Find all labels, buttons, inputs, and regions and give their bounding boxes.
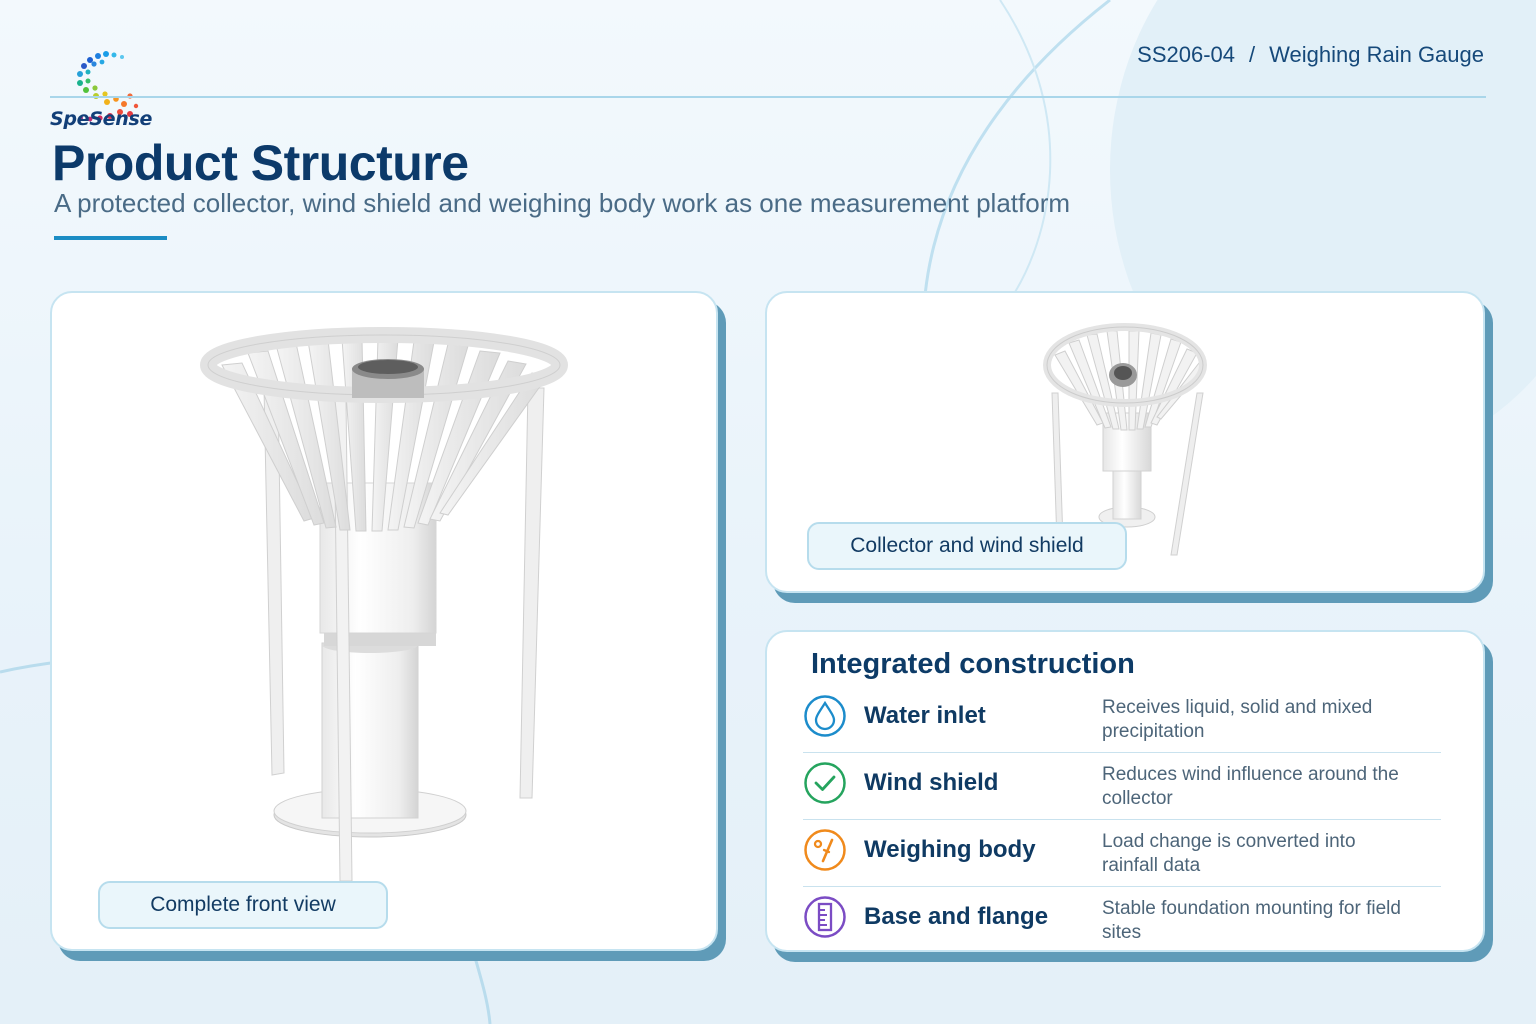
feature-name: Wind shield [864, 769, 999, 796]
feature-description: Stable foundation mounting for field sit… [1102, 898, 1401, 943]
front-view-caption: Complete front view [98, 881, 388, 929]
breadcrumb-separator: / [1249, 42, 1256, 67]
breadcrumb: SS206-04 / Weighing Rain Gauge [1137, 42, 1484, 68]
product-code: SS206-04 [1137, 42, 1236, 67]
feature-wind-shield: Wind shield Reduces wind influence aroun… [803, 753, 1441, 820]
ruler-icon [804, 896, 846, 938]
collector-view-card: Collector and wind shield [765, 291, 1485, 593]
features-list: Water inlet Receives liquid, solid and m… [803, 686, 1441, 950]
collector-wind-shield-image [1043, 323, 1207, 556]
feature-base-flange: Base and flange Stable foundation mounti… [803, 887, 1441, 950]
feature-description: Load change is converted into rainfall d… [1102, 831, 1356, 876]
feature-description: Receives liquid, solid and mixed precipi… [1102, 697, 1373, 742]
feature-name: Weighing body [864, 836, 1036, 863]
product-name: Weighing Rain Gauge [1269, 42, 1484, 67]
features-title: Integrated construction [811, 648, 1135, 680]
feature-water-inlet: Water inlet Receives liquid, solid and m… [803, 686, 1441, 753]
brand-name: SpeSense [50, 108, 153, 130]
gauge-icon [804, 829, 846, 871]
features-card: Integrated construction Water inlet Rece… [765, 630, 1485, 952]
page-title: Product Structure [52, 135, 469, 191]
feature-weighing-body: Weighing body Load change is converted i… [803, 820, 1441, 887]
check-circle-icon [804, 762, 846, 804]
water-drop-icon [804, 695, 846, 737]
collector-view-caption: Collector and wind shield [807, 522, 1127, 570]
feature-description: Reduces wind influence around the collec… [1102, 764, 1399, 809]
header-divider [50, 96, 1486, 98]
title-underline [54, 236, 167, 240]
front-view-card: Complete front view [50, 291, 718, 951]
rain-gauge-front-image [200, 327, 568, 882]
feature-name: Water inlet [864, 702, 986, 729]
feature-name: Base and flange [864, 903, 1049, 930]
page-subtitle: A protected collector, wind shield and w… [54, 188, 1071, 218]
